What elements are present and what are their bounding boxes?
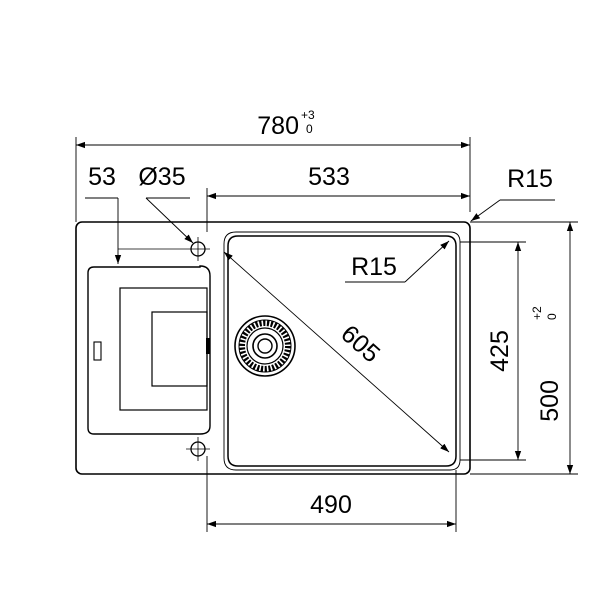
dim-offset-left-value: 53 (88, 163, 116, 191)
dim-tap-hole-value: Ø35 (138, 163, 185, 191)
dim-bowl-depth: 425 (460, 241, 526, 461)
dim-corner-radius-bowl: R15 (345, 240, 450, 283)
bowl (223, 231, 461, 471)
dim-bowl-diagonal-value: 605 (335, 320, 385, 369)
dim-bowl-diagonal: 605 (223, 251, 450, 453)
dim-corner-radius-outer: R15 (470, 165, 555, 222)
drainer-area (87, 265, 211, 435)
dim-offset-left: 53 (85, 163, 186, 264)
dim-tap-hole: Ø35 (138, 163, 194, 244)
dim-overall-width-tol-upper: +3 (301, 108, 315, 122)
drain-strainer-icon (234, 315, 296, 377)
tap-hole-bottom-icon (186, 437, 210, 461)
dim-overall-width-tol-lower: 0 (306, 122, 313, 136)
dim-bowl-width: 533 (206, 163, 470, 232)
dim-overall-depth-tol-upper: +2 (530, 306, 544, 320)
overflow-slot (93, 341, 102, 361)
tap-hole-top-icon (186, 237, 210, 261)
dim-overall-depth: 500 +2 0 (470, 221, 578, 475)
dim-bowl-width-value: 533 (308, 163, 350, 191)
dim-overall-width: 780 +3 0 (75, 108, 471, 222)
dim-overall-depth-tol-lower: 0 (545, 313, 559, 320)
dim-bowl-inner-width: 490 (206, 456, 457, 532)
dim-overall-depth-value: 500 (536, 380, 564, 422)
dim-corner-radius-outer-value: R15 (507, 165, 553, 193)
drainer-tab (206, 338, 210, 354)
dim-overall-width-value: 780 (257, 112, 299, 140)
dim-corner-radius-bowl-value: R15 (351, 253, 397, 281)
sink-outline (75, 221, 471, 475)
dim-bowl-depth-value: 425 (486, 330, 514, 372)
dim-bowl-inner-width-value: 490 (310, 491, 352, 519)
